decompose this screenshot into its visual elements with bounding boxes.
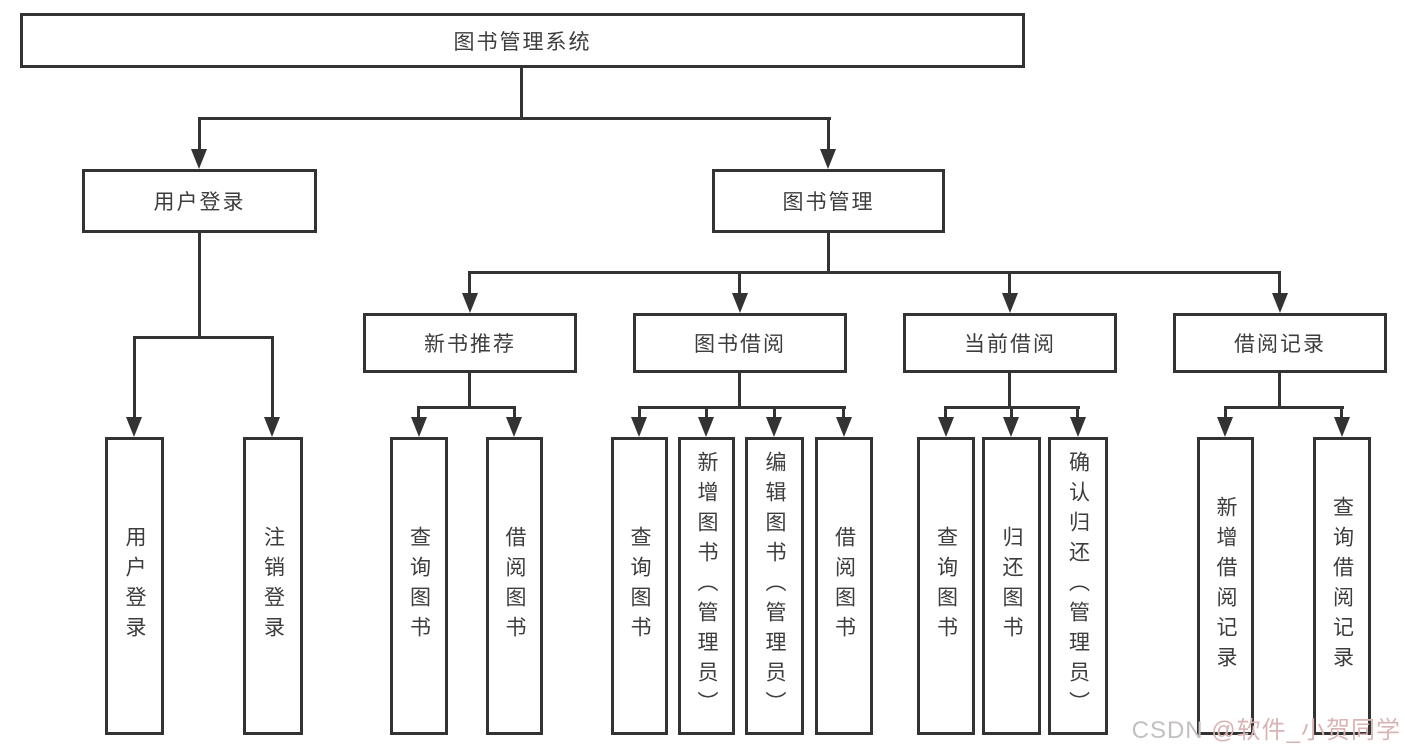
arrowhead-down [1217,417,1233,437]
node-label: 用户登录 [123,526,146,646]
node-label: 借阅图书 [503,526,526,646]
connector-line [520,66,523,120]
arrowhead-down [506,417,522,437]
node-leaf-add-borrow-record: 新增借阅记录 [1197,437,1254,735]
connector-line [1010,406,1013,419]
node-label: 查询图书 [407,526,431,646]
node-leaf-borrow-books-2: 借阅图书 [815,437,873,735]
connector-line [738,371,741,409]
connector-line [827,231,830,274]
connector-line [827,117,830,151]
arrowhead-down [1070,417,1086,437]
connector-line [842,406,845,419]
arrowhead-down [732,293,748,313]
arrowhead-down [938,417,954,437]
arrowhead-down [698,417,714,437]
node-label: 新增借阅记录 [1214,496,1237,676]
node-leaf-edit-books-admin: 编辑图书（管理员） [745,437,804,735]
arrowhead-down [264,417,280,437]
node-label: 新书推荐 [424,333,516,356]
node-label: 查询图书 [628,526,651,646]
arrowhead-down [766,417,782,437]
connector-line [1008,371,1011,409]
node-label: 查询图书 [934,526,958,646]
connector-line [417,406,420,419]
connector-line [1278,271,1281,295]
arrowhead-down [1334,417,1350,437]
node-leaf-return-books: 归还图书 [982,437,1041,735]
arrowhead-down [1003,417,1019,437]
watermark: CSDN @软件_小贺同学 [1132,710,1401,745]
node-label: 用户登录 [153,191,246,214]
node-library-system: 图书管理系统 [20,13,1025,68]
watermark-prefix: CSDN [1131,717,1212,744]
node-label: 新增图书（管理员） [695,451,718,721]
node-leaf-user-login: 用户登录 [105,437,164,735]
node-label: 归还图书 [1000,526,1023,646]
node-label: 图书管理系统 [453,30,592,54]
node-leaf-query-books-2: 查询图书 [611,437,668,735]
connector-line [271,336,274,419]
connector-line [198,231,201,338]
node-book-borrowing: 图书借阅 [633,313,847,373]
node-leaf-borrow-books-1: 借阅图书 [486,437,543,735]
connector-line [468,271,1281,274]
node-book-management: 图书管理 [712,169,945,233]
node-label: 查询借阅记录 [1330,496,1354,676]
node-borrow-records: 借阅记录 [1173,313,1387,373]
watermark-handle: @软件_小贺同学 [1211,717,1401,744]
connector-line [1224,406,1344,409]
connector-line [468,271,471,295]
connector-line [1278,371,1281,409]
connector-line [133,336,136,419]
node-label: 图书借阅 [694,333,786,356]
connector-line [944,406,947,419]
arrowhead-down [820,149,836,169]
arrowhead-down [631,417,647,437]
node-leaf-query-books-3: 查询图书 [917,437,975,735]
connector-line [1224,406,1227,419]
connector-line [1008,271,1011,295]
node-leaf-query-borrow-record: 查询借阅记录 [1313,437,1371,735]
node-label: 注销登录 [261,526,285,646]
arrowhead-down [411,417,427,437]
connector-line [417,406,516,409]
node-label: 编辑图书（管理员） [763,451,786,721]
connector-line [133,336,274,339]
connector-line [513,406,516,419]
node-user-login-branch: 用户登录 [82,169,317,233]
connector-line [773,406,776,419]
connector-line [638,406,846,409]
node-new-book-recommend: 新书推荐 [363,313,577,373]
connector-line [198,117,831,120]
connector-line [1340,406,1343,419]
node-label: 借阅记录 [1234,333,1326,356]
node-leaf-logout: 注销登录 [243,437,303,735]
connector-line [638,406,641,419]
node-leaf-query-books-1: 查询图书 [390,437,448,735]
node-leaf-add-books-admin: 新增图书（管理员） [678,437,735,735]
arrowhead-down [836,417,852,437]
connector-line [468,371,471,409]
connector-line [738,271,741,295]
node-label: 确认归还（管理员） [1066,451,1090,721]
arrowhead-down [126,417,142,437]
node-leaf-confirm-return-admin: 确认归还（管理员） [1048,437,1108,735]
connector-line [705,406,708,419]
node-label: 借阅图书 [832,526,856,646]
arrowhead-down [1002,293,1018,313]
node-label: 当前借阅 [964,333,1056,356]
connector-line [1076,406,1079,419]
node-current-borrowing: 当前借阅 [903,313,1117,373]
node-label: 图书管理 [782,191,875,214]
connector-line [198,117,201,151]
arrowhead-down [462,293,478,313]
arrowhead-down [1272,293,1288,313]
arrowhead-down [191,149,207,169]
